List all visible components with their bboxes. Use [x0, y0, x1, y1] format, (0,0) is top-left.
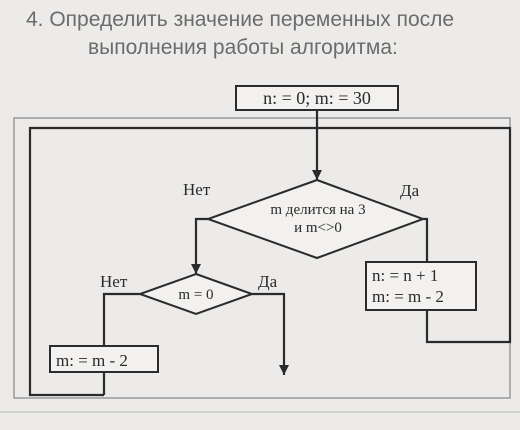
decision1-line1: m делится на 3 [270, 202, 365, 218]
decision1-no-connector [194, 217, 208, 274]
decision2-no-connector [102, 292, 140, 346]
decision2-text: m = 0 [178, 287, 213, 303]
arrow-to-decision2 [191, 264, 201, 274]
loop-back-right [317, 126, 512, 344]
decision1-yes-connector [423, 217, 429, 262]
decision2-no-label: Нет [100, 272, 128, 291]
action-no-text: m: = m - 2 [56, 351, 128, 370]
decision2-yes-arrow [279, 365, 289, 375]
task-title-line2: выполнения работы алгоритма: [88, 36, 398, 59]
decision1-no-label: Нет [183, 180, 211, 199]
arrow-to-decision1 [312, 170, 322, 180]
decision2-yes-connector [252, 292, 286, 375]
action-yes-line2: m: = m - 2 [372, 287, 444, 306]
init-text: n: = 0; m: = 30 [263, 88, 371, 108]
decision2-yes-label: Да [258, 272, 278, 291]
action-yes-box [365, 261, 477, 311]
loop-back-left [28, 126, 317, 397]
action-yes-line1: n: = n + 1 [372, 266, 438, 285]
decision1-yes-label: Да [400, 181, 420, 200]
decision1-diamond [205, 178, 426, 260]
decision1-line2: и m<>0 [294, 220, 342, 236]
task-title-line1: 4. Определить значение переменных после [26, 8, 455, 31]
decision2-diamond [137, 272, 255, 316]
